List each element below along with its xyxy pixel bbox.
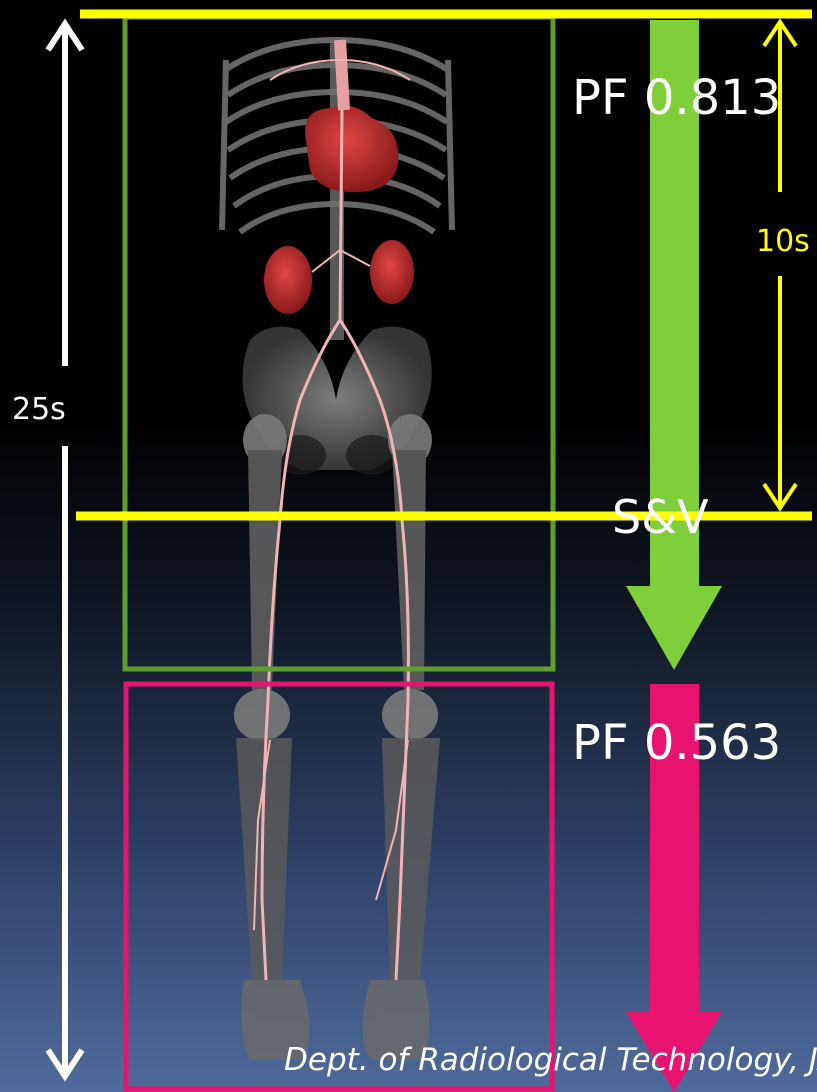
double-arrow-icon xyxy=(48,24,82,1076)
lower-legs xyxy=(236,738,440,980)
pf-top-label: PF 0.813 xyxy=(572,70,781,126)
down-arrow-icon xyxy=(626,586,722,670)
time-25s-label: 25s xyxy=(12,392,66,427)
sv-label: S&V xyxy=(612,490,709,544)
time-10s-label: 10s xyxy=(756,224,810,259)
credit-text: Dept. of Radiological Technology, JA xyxy=(284,1042,817,1078)
pf-bottom-label: PF 0.563 xyxy=(572,715,781,771)
lower-scan-region-box xyxy=(126,684,552,1089)
body-scan-image xyxy=(222,40,452,1060)
